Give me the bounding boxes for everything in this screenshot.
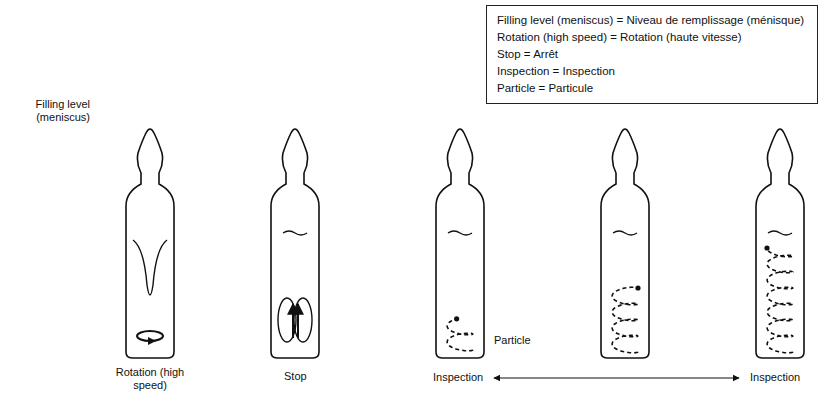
translation-line: Stop = Arrêt: [497, 46, 807, 63]
translation-box: Filling level (meniscus) = Niveau de rem…: [486, 5, 818, 104]
step-label: Inspection: [750, 371, 800, 384]
particle-dot: [454, 316, 459, 321]
meniscus: [448, 231, 792, 235]
step-label: Inspection: [433, 371, 483, 384]
step-label: Stop: [284, 370, 307, 383]
translation-line: Rotation (high speed) = Rotation (haute …: [497, 29, 807, 46]
circulation-flow: [278, 231, 312, 342]
translation-line: Filling level (meniscus) = Niveau de rem…: [497, 12, 807, 29]
particle-label: Particle: [494, 334, 531, 347]
ampoule-outline: [601, 129, 649, 358]
particle-dot: [764, 245, 769, 250]
inspection-arrow: [494, 377, 739, 378]
translation-line: Particle = Particule: [497, 80, 807, 97]
ampoule-outline: [756, 129, 804, 358]
ampoule-outline: [436, 129, 484, 358]
ampoule-outline: [271, 129, 319, 358]
filling-level-label: Filling level (meniscus): [5, 98, 90, 124]
particle-path: [612, 287, 638, 353]
ampoule-outline: [126, 129, 174, 358]
particle-dot: [635, 285, 640, 290]
particle-path: [767, 248, 793, 353]
particle-path: [447, 319, 473, 351]
step-label: Rotation (high speed): [113, 366, 187, 392]
vortex-meniscus: [133, 240, 167, 345]
translation-line: Inspection = Inspection: [497, 63, 807, 80]
